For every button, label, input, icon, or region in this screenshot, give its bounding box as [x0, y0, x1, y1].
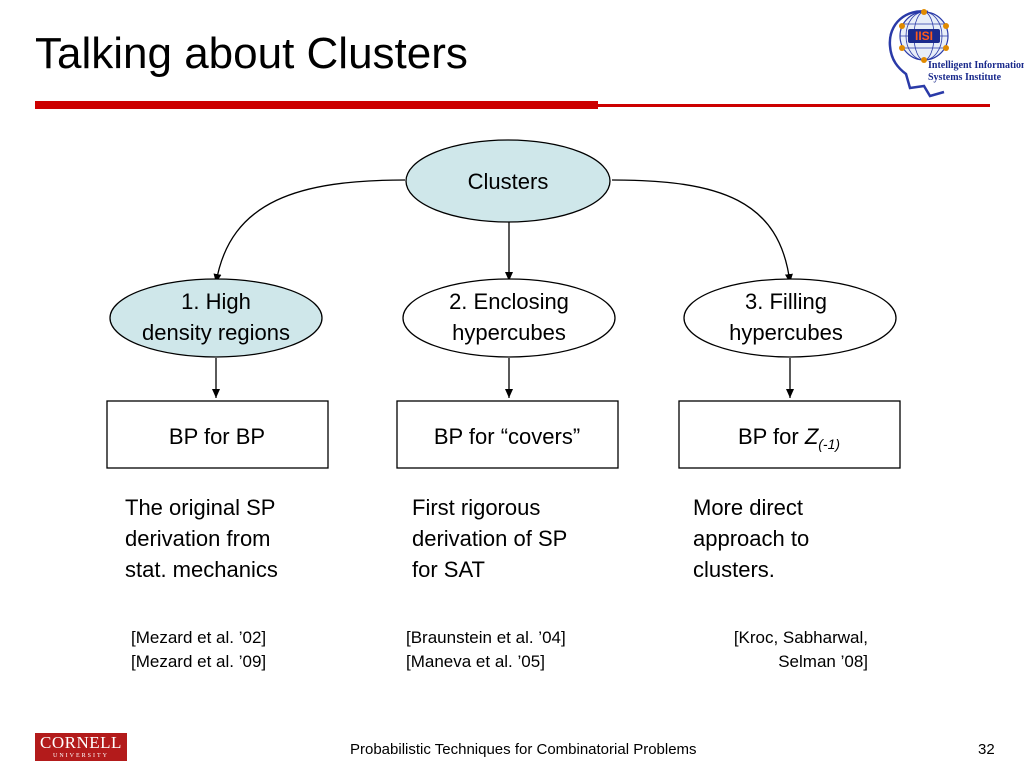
enclosing-hypercubes-node — [402, 278, 616, 358]
high-density-label-line-2: density regions — [142, 320, 290, 345]
logo-line-2: Systems Institute — [928, 72, 1002, 83]
high-density-references: [Mezard et al. ’02] [Mezard et al. ’09] — [131, 628, 267, 671]
logo-text: Intelligent Information Systems Institut… — [928, 60, 1024, 84]
bp-for-z-box — [678, 400, 901, 469]
filling-hypercubes-label: 3. Filling hypercubes — [729, 286, 843, 348]
head-outline-icon — [888, 10, 945, 98]
edge-root-to-filling — [611, 179, 793, 284]
logo-line-1: Intelligent Information — [928, 60, 1024, 71]
title-rule — [35, 101, 598, 109]
enclosing-label-line-1: 2. Enclosing — [449, 289, 569, 314]
footer-text: Probabilistic Techniques for Combinatori… — [350, 741, 697, 758]
enclosing-label-line-2: hypercubes — [452, 320, 566, 345]
high-density-node — [109, 278, 323, 358]
cornell-logo-subtext: UNIVERSITY — [53, 753, 109, 759]
filling-hypercubes-node — [683, 278, 897, 358]
high-density-description: The original SP derivation from stat. me… — [125, 495, 278, 582]
edge-root-to-high-density — [213, 179, 406, 284]
iisi-logo: IISI — [888, 9, 949, 98]
filling-description: More direct approach to clusters. — [693, 495, 810, 582]
enclosing-references: [Braunstein et al. ’04] [Maneva et al. ’… — [406, 628, 566, 671]
bp-for-covers-label: BP for “covers” — [433, 424, 581, 449]
bp-for-z-label: BP for Z(-1) — [738, 424, 840, 452]
bp-for-z-variable: Z — [804, 424, 819, 449]
title-rule-thin — [598, 104, 990, 107]
bp-for-bp-box — [106, 400, 329, 469]
high-density-label-line-1: 1. High — [181, 289, 251, 314]
clusters-node — [405, 139, 611, 223]
enclosing-description: First rigorous derivation of SP for SAT — [412, 495, 568, 582]
high-density-label: 1. High density regions — [142, 286, 290, 348]
filling-label-line-2: hypercubes — [729, 320, 843, 345]
bp-for-bp-label: BP for BP — [168, 424, 266, 449]
page-number: 32 — [978, 741, 995, 758]
logo-badge-text: IISI — [915, 29, 933, 43]
clusters-label: Clusters — [467, 169, 549, 194]
enclosing-hypercubes-label: 2. Enclosing hypercubes — [449, 286, 569, 348]
cornell-logo: CORNELL UNIVERSITY — [35, 733, 127, 761]
cornell-logo-text: CORNELL — [40, 733, 122, 752]
bp-for-covers-box — [396, 400, 619, 469]
filling-label-line-1: 3. Filling — [745, 289, 827, 314]
slide-title: Talking about Clusters — [35, 29, 468, 78]
bp-for-z-subscript: (-1) — [818, 436, 841, 452]
bp-for-z-prefix: BP for — [737, 424, 805, 449]
filling-references: [Kroc, Sabharwal, Selman ’08] — [733, 628, 868, 671]
